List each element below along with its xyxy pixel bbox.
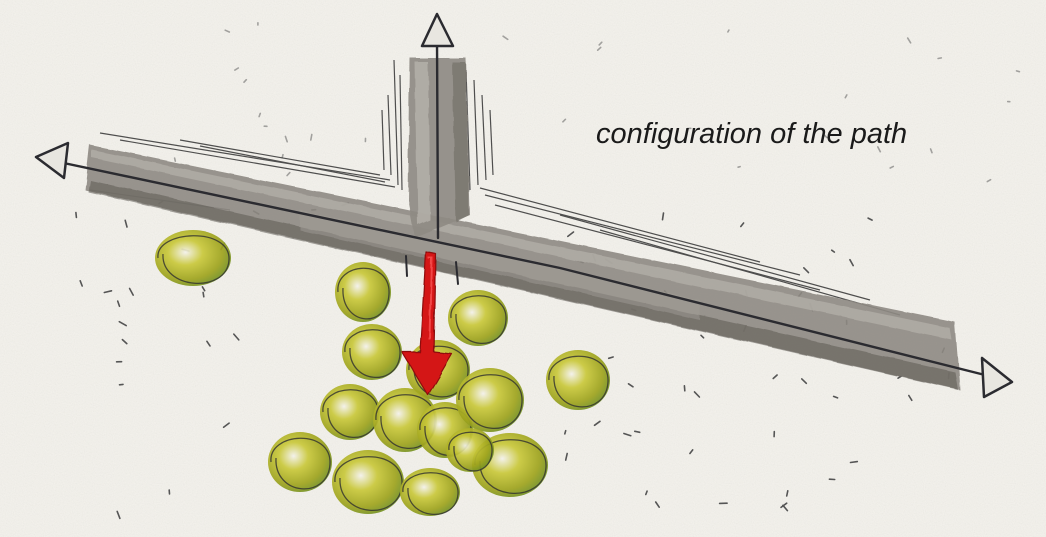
olive-blob bbox=[268, 432, 332, 492]
ink-fleck bbox=[259, 113, 260, 116]
olive-blob bbox=[448, 290, 508, 346]
ink-fleck bbox=[787, 491, 788, 496]
olive-blob bbox=[320, 384, 380, 440]
olive-blob bbox=[342, 324, 402, 380]
ink-fleck bbox=[1017, 71, 1020, 72]
olive-blob bbox=[546, 350, 610, 410]
ink-fleck bbox=[282, 155, 283, 158]
olive-blob bbox=[155, 230, 231, 286]
ink-fleck bbox=[728, 30, 729, 32]
olive-blob bbox=[335, 262, 391, 322]
olive-blob bbox=[456, 368, 524, 432]
ink-fleck bbox=[565, 431, 566, 434]
olive-blob bbox=[400, 468, 460, 516]
ink-fleck bbox=[663, 213, 664, 220]
ink-fleck bbox=[851, 462, 858, 463]
ink-fleck bbox=[76, 213, 77, 218]
olive-blob bbox=[446, 428, 494, 472]
diagram-caption: configuration of the path bbox=[596, 120, 907, 149]
ink-fleck bbox=[738, 167, 740, 168]
ink-fleck bbox=[175, 158, 176, 161]
ink-fleck bbox=[938, 58, 941, 59]
ink-fleck bbox=[311, 135, 312, 141]
ink-fleck bbox=[203, 292, 204, 296]
ink-fleck bbox=[635, 431, 640, 432]
olive-blob bbox=[332, 450, 404, 514]
